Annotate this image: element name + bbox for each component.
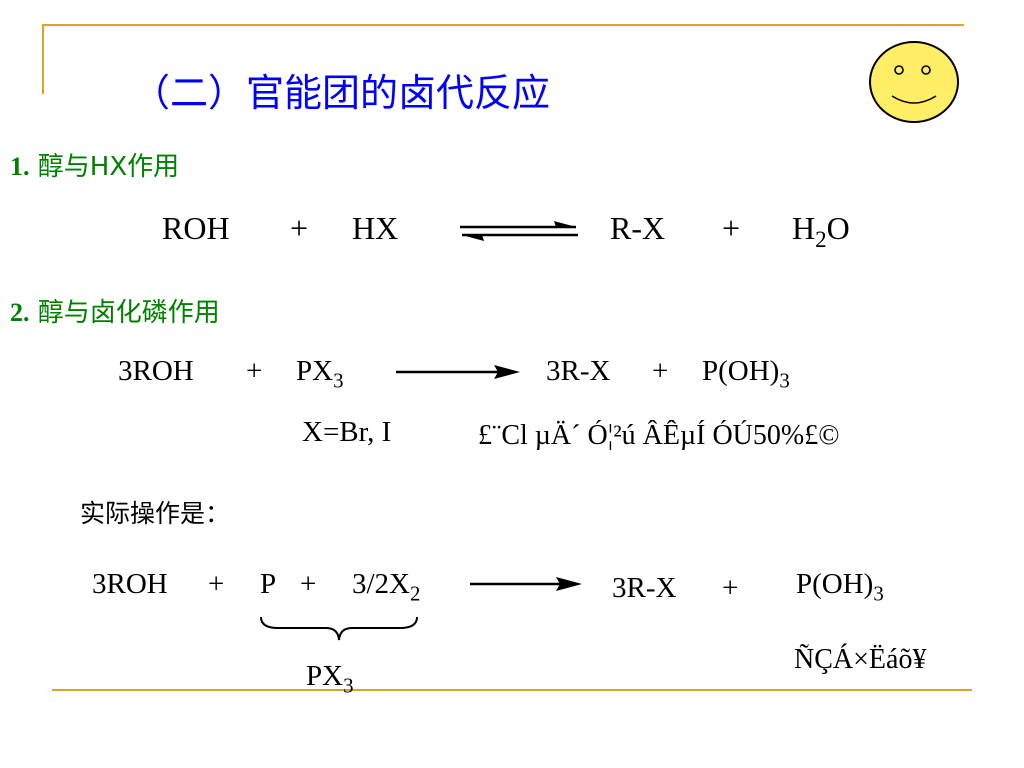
slide-title: （二）官能团的卤代反应 (132, 71, 551, 115)
reaction-3-reactant-3: 3/2X2 (352, 568, 421, 606)
reaction-1-reactant-2: HX (352, 210, 399, 246)
bottom-rule (52, 689, 972, 691)
reaction-3-reactant-2: P (260, 568, 277, 600)
reaction-1-plus-1: + (290, 210, 309, 246)
reaction-2-plus-1: + (246, 355, 263, 387)
equilibrium-arrow-icon (460, 221, 578, 241)
brace-label: PX3 (306, 660, 354, 698)
reaction-2-reactant-1: 3ROH (118, 355, 194, 387)
reaction-1-plus-2: + (722, 210, 741, 246)
reaction-3-product-2: P(OH)3 (796, 568, 884, 606)
practice-label: 实际操作是： (80, 499, 231, 528)
reaction-2-product-2: P(OH)3 (702, 355, 790, 393)
garbled-product-note: ÑÇÁ×Ëáõ¥ (794, 644, 927, 675)
smiley-face-icon (869, 41, 959, 123)
section-1-number: 1. (10, 152, 30, 181)
section-1-title: 醇与HX作用 (37, 152, 180, 182)
reaction-2-product-1: 3R-X (546, 355, 611, 387)
top-rule (42, 24, 964, 26)
section-2-number: 2. (10, 298, 30, 327)
reaction-1-product-1: R-X (610, 210, 666, 246)
section-2-title: 醇与卤化磷作用 (37, 298, 220, 328)
reaction-2-plus-2: + (652, 355, 669, 387)
reaction-2-reactant-2: PX3 (296, 355, 344, 393)
left-rule (42, 24, 44, 94)
reaction-arrow-icon (396, 365, 520, 379)
reaction-arrow-icon (470, 577, 582, 591)
section-1-heading: 1. 醇与HX作用 (10, 146, 179, 183)
reaction-1-product-2: H2O (792, 210, 850, 253)
reaction-3-plus-1: + (208, 568, 225, 600)
reaction-3-plus-2: + (300, 568, 317, 600)
garbled-yield-note: £¨Cl µÄ´ Ó¦²ú ÂÊµÍ ÓÚ50%£© (478, 420, 840, 451)
reaction-1-reactant-1: ROH (162, 210, 230, 246)
section-2-heading: 2. 醇与卤化磷作用 (10, 292, 220, 329)
underbrace-icon (260, 616, 418, 641)
reaction-3-reactant-1: 3ROH (92, 568, 168, 600)
halogen-condition: X=Br, I (302, 416, 392, 448)
reaction-3-plus-3: + (722, 572, 739, 604)
reaction-3-product-1: 3R-X (612, 572, 677, 604)
